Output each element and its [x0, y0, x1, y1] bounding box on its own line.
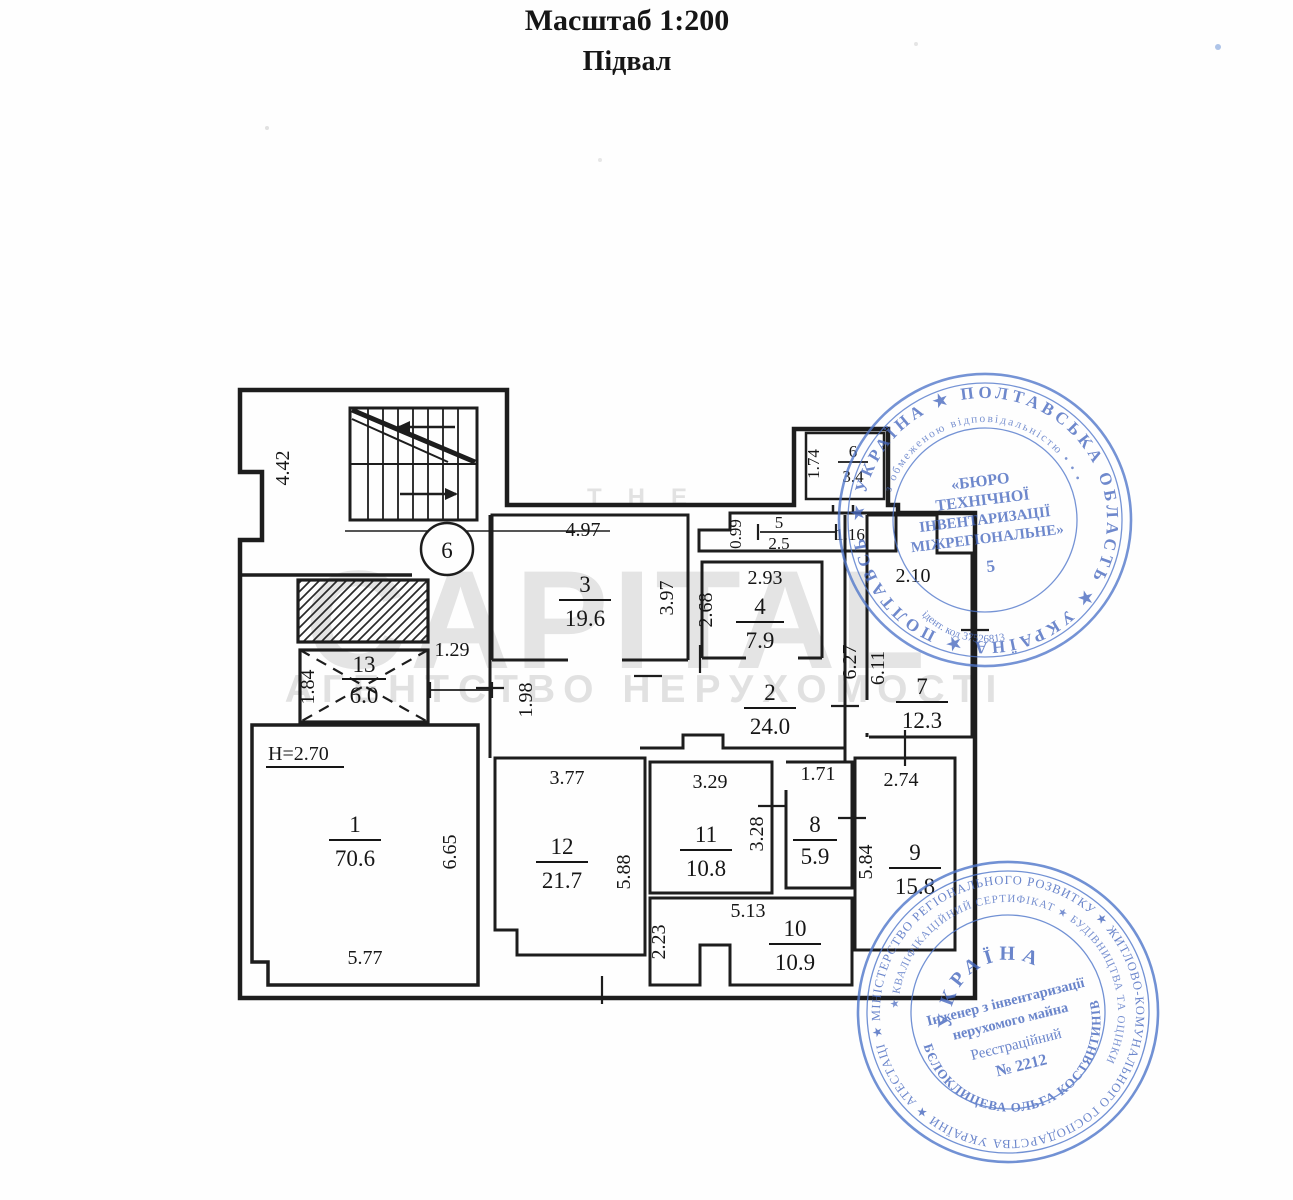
svg-text:7.9: 7.9 [746, 628, 775, 653]
svg-text:24.0: 24.0 [750, 714, 790, 739]
dim-room1-right: 6.65 [439, 835, 461, 870]
room-12-outline [493, 756, 647, 957]
dim-room13-right: 1.29 [435, 639, 470, 661]
dim-room4-top: 2.93 [748, 567, 783, 589]
outer-wall [237, 387, 978, 1001]
dimension-ticks [428, 524, 989, 1004]
dim-room9-top: 2.74 [884, 769, 919, 791]
svg-text:11: 11 [695, 822, 717, 847]
dim-stair-hall-left: 4.42 [272, 451, 294, 486]
page-title-floor: Підвал [583, 46, 672, 77]
room-13-label: 13 6.0 [342, 652, 386, 708]
svg-text:21.7: 21.7 [542, 868, 582, 893]
room-5-label: 5 2.5 [768, 513, 789, 553]
svg-text:1: 1 [349, 812, 361, 837]
stamp-bti-number: 5 [985, 556, 996, 576]
paper-specks [265, 42, 1221, 162]
dim-room12-top: 3.77 [550, 767, 585, 789]
dim-room3-top: 4.97 [566, 519, 601, 541]
hatched-shaft [296, 578, 430, 644]
room-11-label: 11 10.8 [680, 822, 732, 881]
room-6-outline [804, 431, 886, 501]
room-11-outline [648, 760, 774, 895]
plan-labels: 6 H=2.70 1 70.6 2 24.0 3 19.6 4 7.9 [266, 442, 948, 975]
room-10-label: 10 10.9 [769, 916, 821, 975]
svg-text:10: 10 [784, 916, 807, 941]
room-2-label: 2 24.0 [744, 680, 796, 739]
plan-walls [237, 387, 989, 1004]
svg-text:12: 12 [551, 834, 574, 859]
dim-room5-left: 0.99 [726, 519, 745, 549]
room-9-label: 9 15.8 [889, 840, 941, 899]
svg-text:5.9: 5.9 [801, 844, 830, 869]
dim-room12-right: 5.88 [613, 855, 635, 890]
svg-text:2.5: 2.5 [768, 534, 789, 553]
room-13-outline [298, 648, 430, 724]
room-12-label: 12 21.7 [536, 834, 588, 893]
dim-corridor-left: 1.98 [515, 683, 537, 718]
dim-room9-left: 5.84 [855, 845, 877, 880]
svg-text:3: 3 [579, 572, 591, 597]
room-8-outline [784, 760, 854, 890]
room-10-outline [648, 896, 854, 987]
dim-room6-left: 1.74 [804, 449, 823, 479]
watermark-agency: АГЕНТСТВО НЕРУХОМОСТІ [285, 668, 1006, 711]
svg-text:9: 9 [909, 840, 921, 865]
svg-text:4: 4 [754, 594, 766, 619]
dim-room7-left-outer: 6.27 [839, 645, 861, 680]
room-1-outline [250, 723, 480, 987]
room-4-label: 4 7.9 [736, 594, 784, 653]
svg-text:10.9: 10.9 [775, 950, 815, 975]
section-marker-circle [419, 521, 475, 577]
room-8-label: 8 5.9 [793, 812, 837, 869]
dim-room8-top: 1.71 [801, 763, 836, 785]
dim-room1-bottom: 5.77 [348, 947, 383, 969]
svg-text:6: 6 [849, 442, 858, 461]
page-title-scale: Масштаб 1:200 [525, 4, 730, 37]
dim-room11-top: 3.29 [693, 771, 728, 793]
dim-room10-left: 2.23 [648, 925, 670, 960]
svg-text:7: 7 [916, 674, 928, 699]
dim-room7-top: 2.10 [896, 565, 931, 587]
staircase [348, 406, 479, 522]
svg-text:8: 8 [809, 812, 821, 837]
section-marker-label: 6 [441, 538, 453, 563]
svg-text:19.6: 19.6 [565, 606, 605, 631]
svg-text:5: 5 [775, 513, 784, 532]
svg-text:70.6: 70.6 [335, 846, 375, 871]
svg-text:6.0: 6.0 [350, 683, 379, 708]
dim-room11-right: 3.28 [746, 817, 768, 852]
dim-room4-left: 2.68 [695, 593, 717, 628]
room-3-label: 3 19.6 [559, 572, 611, 631]
dim-room7-left-inner: 6.11 [867, 651, 889, 685]
svg-text:2: 2 [764, 680, 776, 705]
dim-room3-right: 3.97 [656, 581, 678, 616]
dim-room13-left: 1.84 [297, 670, 319, 705]
room-7-label: 7 12.3 [896, 674, 948, 733]
height-note: H=2.70 [268, 743, 329, 765]
svg-text:10.8: 10.8 [686, 856, 726, 881]
svg-text:13: 13 [353, 652, 376, 677]
room-1-label: 1 70.6 [329, 812, 381, 871]
svg-text:12.3: 12.3 [902, 708, 942, 733]
dim-room10-top: 5.13 [731, 900, 766, 922]
dim-passage: 1.16 [835, 525, 865, 544]
